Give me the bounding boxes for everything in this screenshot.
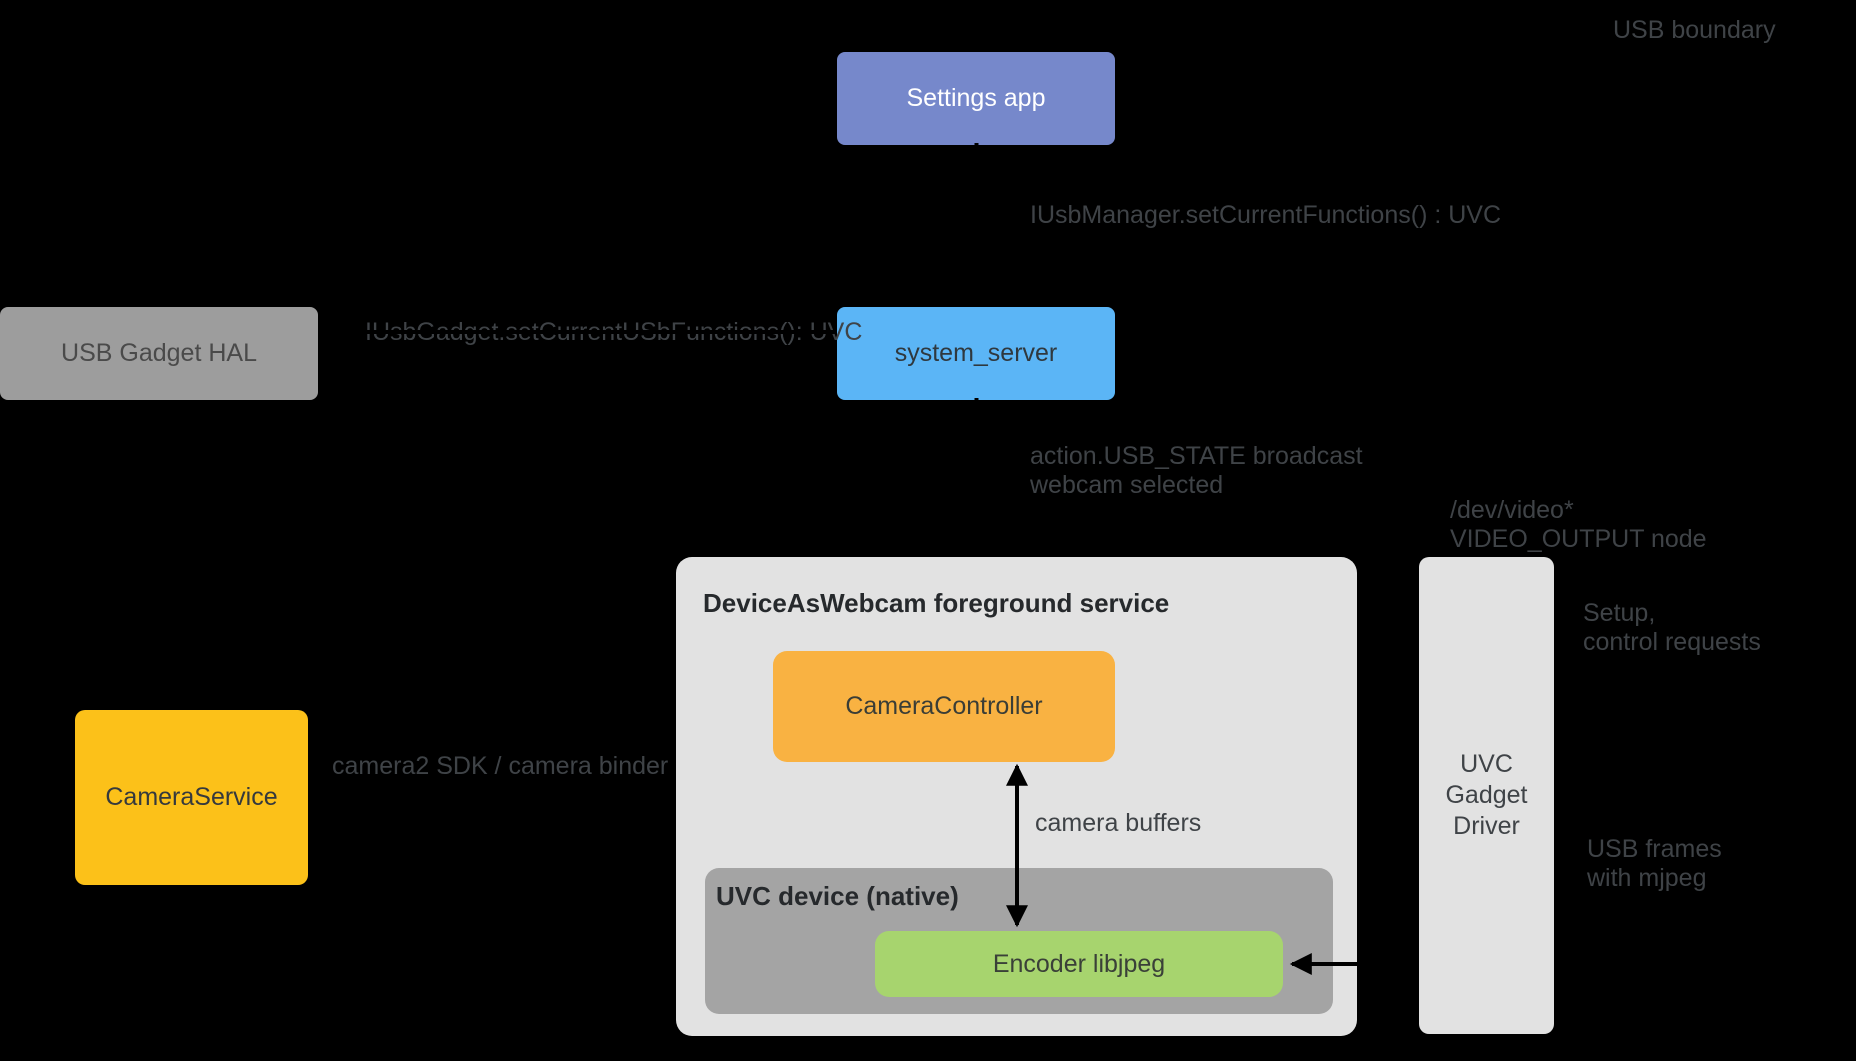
dev-video-node-label: /dev/video* VIDEO_OUTPUT node — [1450, 496, 1707, 553]
usb-boundary-label: USB boundary — [1613, 16, 1776, 44]
system-server-label: system_server — [894, 339, 1058, 367]
uvc-gadget-driver-node: UVC Gadget Driver — [1419, 557, 1554, 1034]
iusbmanager-call-label: IUsbManager.setCurrentFunctions() : UVC — [1030, 201, 1502, 229]
system-server-node: system_server — [837, 307, 1115, 400]
camera2-sdk-label: camera2 SDK / camera binder — [332, 752, 669, 780]
camera-service-label: CameraService — [105, 783, 278, 811]
device-as-webcam-title: DeviceAsWebcam foreground service — [703, 588, 1170, 618]
uvc-gadget-driver-label: UVC Gadget Driver — [1445, 750, 1528, 840]
setup-control-requests-label: Setup, control requests — [1583, 599, 1761, 656]
camera-controller-node: CameraController — [773, 651, 1115, 762]
settings-app-node: Settings app — [837, 52, 1115, 145]
encoder-libjpeg-label: Encoder libjpeg — [992, 949, 1166, 978]
camera-service-node: CameraService — [75, 710, 308, 885]
usb-gadget-hal-node: USB Gadget HAL — [0, 307, 318, 400]
camera-controller-label: CameraController — [845, 692, 1043, 720]
camera-buffers-label: camera buffers — [1035, 809, 1202, 837]
settings-app-label: Settings app — [906, 84, 1046, 112]
usb-frames-mjpeg-label: USB frames with mjpeg — [1587, 835, 1722, 892]
usb-gadget-hal-label: USB Gadget HAL — [61, 339, 257, 367]
uvc-device-native-title: UVC device (native) — [716, 881, 959, 911]
usb-state-broadcast-label: action.USB_STATE broadcast webcam select… — [1030, 442, 1363, 499]
iusbgadget-call-label: IUsbGadget.setCurrentUSbFunctions(): UVC — [365, 318, 863, 346]
encoder-libjpeg-node: Encoder libjpeg — [875, 931, 1283, 997]
